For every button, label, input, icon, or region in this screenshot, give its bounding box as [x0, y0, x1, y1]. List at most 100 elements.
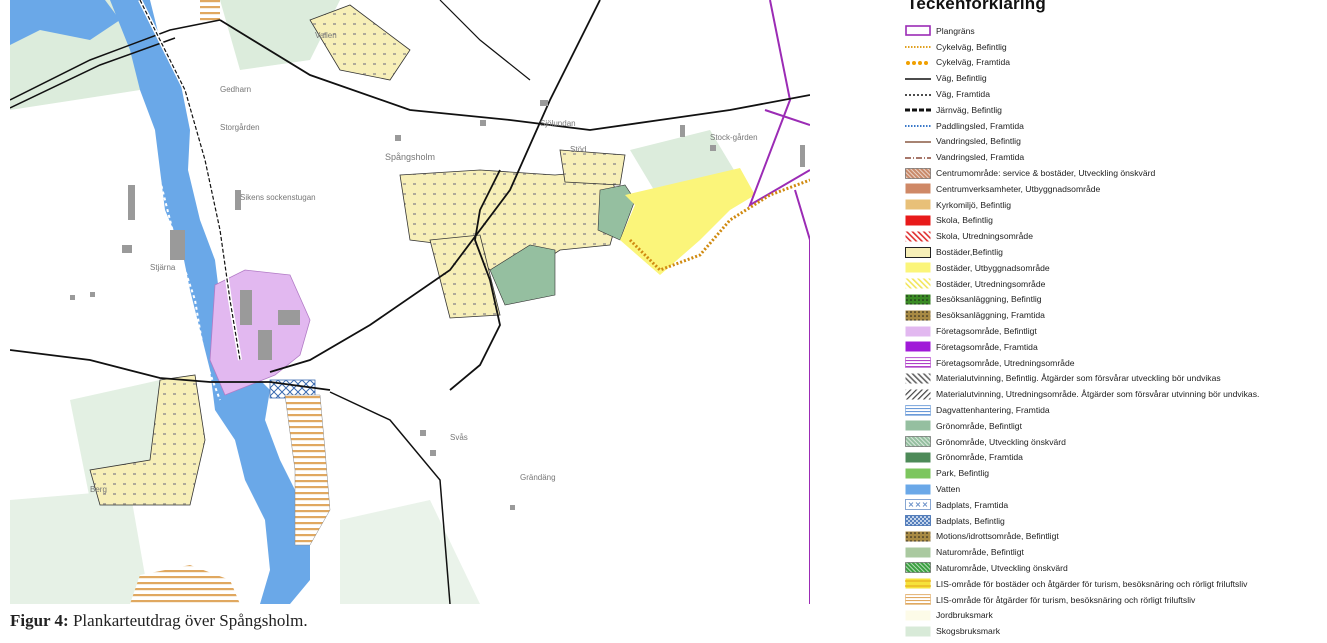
legend-item-label: Badplats, Framtida — [936, 499, 1009, 510]
legend-item-label: Materialutvinning, Befintlig. Åtgärder s… — [936, 373, 1221, 384]
legend-item-label: LIS-område för bostäder och åtgärder för… — [936, 578, 1248, 589]
legend-item: Plangräns — [905, 23, 1325, 39]
residential-area — [89, 374, 206, 506]
legend-swatch-icon — [905, 199, 931, 210]
legend-item-label: Bostäder, Utbyggnadsområde — [936, 262, 1050, 273]
map-canvas: Spångsholm Svås Gedharn Storgården Siken… — [10, 0, 810, 604]
legend-swatch-icon — [905, 215, 931, 226]
legend-item-label: Väg, Framtida — [936, 89, 990, 100]
legend-item: Badplats, Framtida — [905, 497, 1325, 513]
legend-item: Skola, Befintlig — [905, 213, 1325, 229]
legend-swatch-icon — [905, 562, 931, 574]
legend-item: LIS-område för åtgärder för turism, besö… — [905, 592, 1325, 608]
legend-item-label: Paddlingsled, Framtida — [936, 120, 1024, 131]
lis-area — [200, 0, 220, 22]
legend-item: Bostäder, Utredningsområde — [905, 276, 1325, 292]
green-area — [489, 244, 556, 306]
residential-area — [309, 4, 411, 81]
legend-item-label: Företagsområde, Framtida — [936, 341, 1038, 352]
road — [219, 19, 810, 131]
legend-item: Badplats, Befintlig — [905, 513, 1325, 529]
legend-swatch-icon — [905, 231, 931, 242]
legend-item-label: Dagvattenhantering, Framtida — [936, 405, 1050, 416]
legend-swatch-icon — [905, 436, 931, 447]
legend-item-label: Företagsområde, Utredningsområde — [936, 357, 1075, 368]
legend-swatch-icon — [905, 452, 931, 463]
legend-swatch-icon — [905, 341, 931, 352]
legend-item: Kyrkomiljö, Befintlig — [905, 197, 1325, 213]
legend-item-label: Väg, Befintlig — [936, 73, 987, 84]
lis-area — [130, 565, 240, 604]
legend-item-label: Grönområde, Befintligt — [936, 420, 1022, 431]
legend-item-label: Företagsområde, Befintligt — [936, 326, 1037, 337]
legend-swatch-icon — [905, 578, 931, 589]
legend-swatch-icon — [905, 246, 931, 258]
water-body — [10, 0, 120, 45]
legend-item: Centrumområde: service & bostäder, Utvec… — [905, 165, 1325, 181]
river-bank — [159, 179, 221, 401]
river — [110, 0, 310, 604]
road — [10, 19, 221, 101]
road — [439, 0, 531, 81]
legend-swatch-icon — [905, 373, 931, 384]
place-label: Vallen — [315, 31, 337, 40]
legend-item-label: Park, Befintlig — [936, 468, 990, 479]
legend-item-label: Centrumområde: service & bostäder, Utvec… — [936, 168, 1156, 179]
legend-item-label: Bostäder, Utredningsområde — [936, 278, 1046, 289]
lis-area — [284, 394, 331, 546]
legend-item: Väg, Befintlig — [905, 70, 1325, 86]
plan-boundary — [748, 0, 810, 604]
plan-map[interactable]: Spångsholm Svås Gedharn Storgården Siken… — [10, 0, 810, 604]
legend-item-label: Cykelväg, Framtida — [936, 57, 1011, 68]
legend-item: LIS-område för bostäder och åtgärder för… — [905, 576, 1325, 592]
legend-title: Teckenförklaring — [907, 0, 1046, 13]
legend-item: Grönområde, Utveckling önskvärd — [905, 434, 1325, 450]
legend-item: Besöksanläggning, Framtida — [905, 307, 1325, 323]
legend-swatch-icon — [905, 108, 931, 112]
legend-swatch-icon — [905, 156, 931, 159]
legend-item-label: Naturområde, Utveckling önskvärd — [936, 562, 1068, 573]
legend-item-label: Grönområde, Utveckling önskvärd — [936, 436, 1066, 447]
legend-swatch-icon — [906, 60, 928, 65]
legend-item-label: Kyrkomiljö, Befintlig — [936, 199, 1011, 210]
caption-text: Plankarteutdrag över Spångsholm. — [68, 611, 308, 630]
place-label: Gedharn — [220, 85, 251, 94]
legend-item: Cykelväg, Befintlig — [905, 39, 1325, 55]
legend-item: Park, Befintlig — [905, 465, 1325, 481]
legend-swatch-icon — [905, 278, 931, 289]
legend-item: Centrumverksamheter, Utbyggnadsområde — [905, 181, 1325, 197]
place-label: Storgården — [220, 123, 260, 132]
legend-item: Grönområde, Befintligt — [905, 418, 1325, 434]
forest-area — [10, 490, 150, 604]
legend-item-label: Besöksanläggning, Framtida — [936, 310, 1045, 321]
legend-swatch-icon — [905, 499, 931, 511]
legend-item-label: Badplats, Befintlig — [936, 515, 1005, 526]
legend-item: Företagsområde, Framtida — [905, 339, 1325, 355]
legend-item: Järnväg, Befintlig — [905, 102, 1325, 118]
green-area — [597, 184, 636, 241]
legend-item: Grönområde, Framtida — [905, 450, 1325, 466]
legend-swatch-icon — [905, 310, 931, 321]
legend-item: Paddlingsled, Framtida — [905, 118, 1325, 134]
residential-area — [429, 234, 501, 319]
legend-swatch-icon — [905, 294, 931, 305]
legend-item: Företagsområde, Befintligt — [905, 323, 1325, 339]
legend-item-label: Skola, Befintlig — [936, 215, 993, 226]
road — [10, 349, 331, 391]
place-label: Berg — [90, 485, 107, 494]
legend-swatch-icon — [905, 626, 931, 637]
legend-item-label: Naturområde, Befintligt — [936, 547, 1024, 558]
legend-item-label: Motions/idrottsområde, Befintligt — [936, 531, 1059, 542]
legend-swatch-icon — [905, 484, 931, 494]
legend-item-label: Järnväg, Befintlig — [936, 104, 1002, 115]
legend-item-label: Plangräns — [936, 25, 975, 36]
legend-item: Dagvattenhantering, Framtida — [905, 402, 1325, 418]
residential-area — [559, 149, 626, 186]
caption-prefix: Figur 4: — [10, 611, 69, 630]
legend-item-label: Cykelväg, Befintlig — [936, 41, 1007, 52]
legend-swatch-icon — [905, 141, 931, 143]
legend-swatch-icon — [905, 326, 931, 337]
legend-item-label: LIS-område för åtgärder för turism, besö… — [936, 594, 1196, 605]
legend-swatch-icon — [905, 610, 931, 621]
legend-item: Besöksanläggning, Befintlig — [905, 292, 1325, 308]
